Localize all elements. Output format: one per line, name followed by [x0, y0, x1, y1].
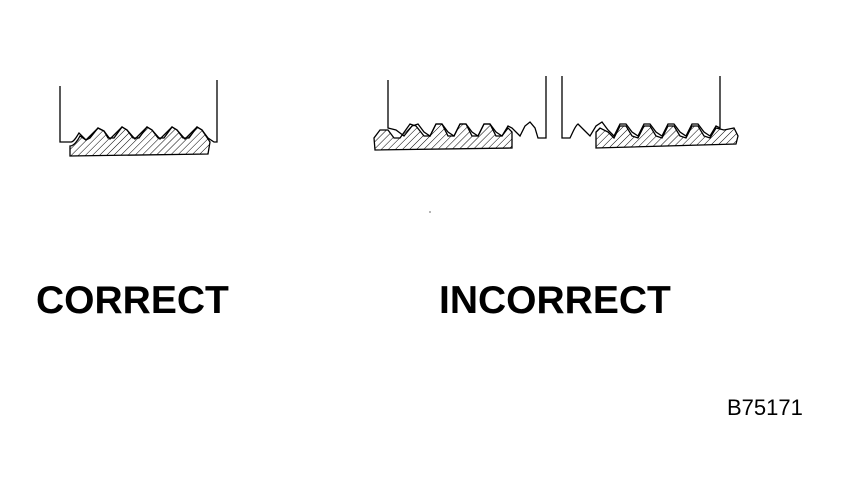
incorrect-right-pulley: [561, 76, 721, 139]
incorrect-left-belt: [373, 123, 513, 151]
incorrect-label: INCORRECT: [439, 279, 671, 322]
incorrect-left-pulley-profile: [387, 76, 547, 139]
incorrect-right-pulley-profile: [561, 76, 721, 139]
correct-belt: [69, 126, 211, 157]
figure-code: B75171: [727, 395, 803, 420]
incorrect-right-belt: [595, 125, 739, 149]
speck: [429, 211, 431, 213]
correct-label: CORRECT: [36, 279, 229, 322]
incorrect-left-pulley: [387, 76, 547, 139]
